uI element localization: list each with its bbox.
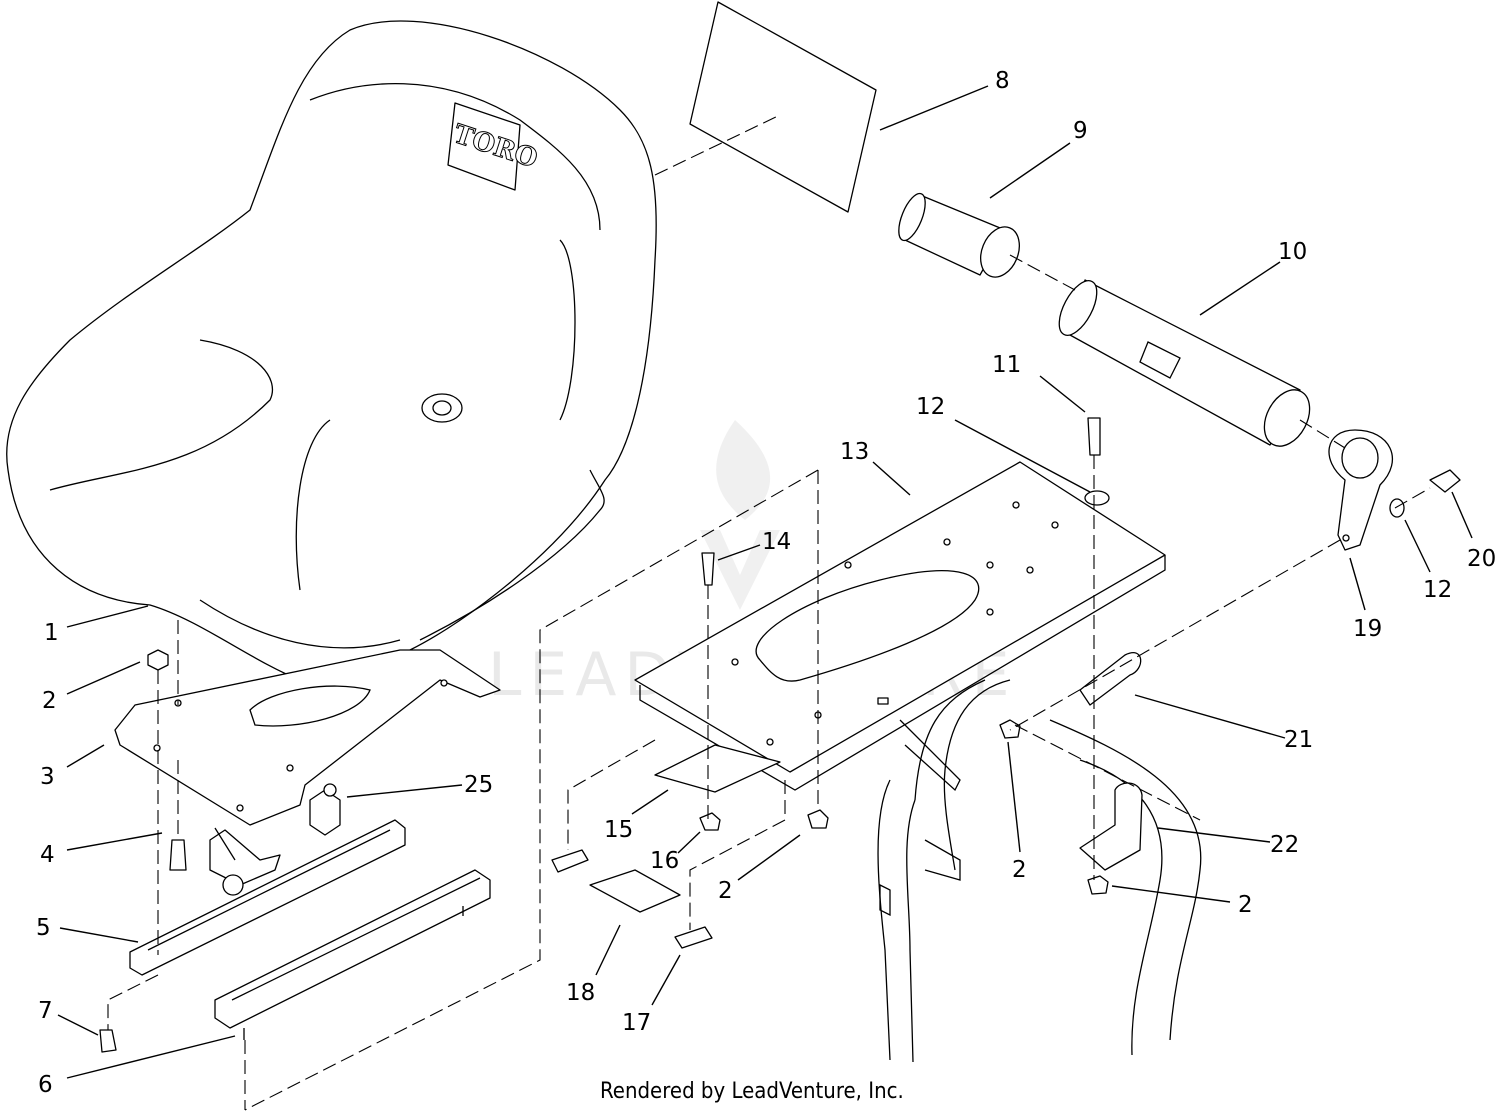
callout-4: 4 xyxy=(40,842,55,868)
bracket-part-21 xyxy=(1079,652,1142,706)
callout-6: 6 xyxy=(38,1072,53,1098)
manual-tube-part-10 xyxy=(1058,279,1311,447)
callout-12-right: 12 xyxy=(1423,577,1452,603)
callout-5: 5 xyxy=(36,915,51,941)
bolt-part-14 xyxy=(701,552,715,586)
callout-2-frame: 2 xyxy=(1012,857,1027,883)
callouts: 1 2 3 4 5 6 7 8 9 10 11 12 13 14 15 16 2… xyxy=(36,68,1496,1098)
seat-plate-part-13 xyxy=(634,461,1166,791)
seat-track-part-5 xyxy=(129,819,406,976)
seat-track-part-6 xyxy=(214,869,491,1040)
seat-switch-part-25 xyxy=(309,783,341,836)
callout-15: 15 xyxy=(604,817,633,843)
bracket-part-15 xyxy=(654,744,781,793)
callout-2-center: 2 xyxy=(718,878,733,904)
callout-17: 17 xyxy=(622,1010,651,1036)
nut-part-2-left xyxy=(147,649,169,671)
callout-1: 1 xyxy=(44,620,59,646)
leader-lines xyxy=(57,85,1473,1079)
callout-14: 14 xyxy=(762,529,791,555)
footer-credit: Rendered by LeadVenture, Inc. xyxy=(600,1079,904,1104)
callout-2-bottom-right: 2 xyxy=(1238,892,1253,918)
callout-13: 13 xyxy=(840,439,869,465)
washer-part-12-mid xyxy=(1084,490,1110,506)
nut-part-2-bottom-right xyxy=(1087,875,1109,895)
bracket-part-22 xyxy=(1079,782,1143,871)
callout-21: 21 xyxy=(1284,727,1313,753)
clamp-part-19 xyxy=(1328,429,1394,551)
seat-pan-part-3 xyxy=(114,649,501,826)
callout-19: 19 xyxy=(1353,616,1382,642)
screw-part-20 xyxy=(1429,469,1461,493)
bolt-part-7 xyxy=(99,1029,117,1053)
tube-cover-part-9 xyxy=(898,192,1020,278)
assembly-lines xyxy=(107,114,1431,1111)
callout-11: 11 xyxy=(992,352,1021,378)
nut-part-2-center xyxy=(807,809,829,829)
pad-part-17-bottom xyxy=(674,926,713,949)
pad-part-17-top xyxy=(551,849,589,873)
bolt-part-11 xyxy=(1087,417,1101,456)
nut-part-2-frame xyxy=(999,719,1021,739)
screw-part-4 xyxy=(169,839,187,871)
callout-12-mid: 12 xyxy=(916,394,945,420)
pad-part-18 xyxy=(589,869,681,913)
callout-16: 16 xyxy=(650,848,679,874)
callout-9: 9 xyxy=(1073,118,1088,144)
nut-part-16 xyxy=(699,812,721,831)
callout-20: 20 xyxy=(1467,546,1496,572)
callout-7: 7 xyxy=(38,998,53,1024)
callout-10: 10 xyxy=(1278,239,1307,265)
callout-18: 18 xyxy=(566,980,595,1006)
decal-part-8 xyxy=(689,1,877,213)
callout-3: 3 xyxy=(40,764,55,790)
callout-2-seat-nut: 2 xyxy=(42,688,57,714)
washer-part-12-right xyxy=(1389,498,1405,518)
callout-25: 25 xyxy=(464,772,493,798)
frame-tubes xyxy=(877,679,1202,1063)
callout-22: 22 xyxy=(1270,832,1299,858)
callout-8: 8 xyxy=(995,68,1010,94)
seat-part-1: TORO xyxy=(6,20,657,701)
